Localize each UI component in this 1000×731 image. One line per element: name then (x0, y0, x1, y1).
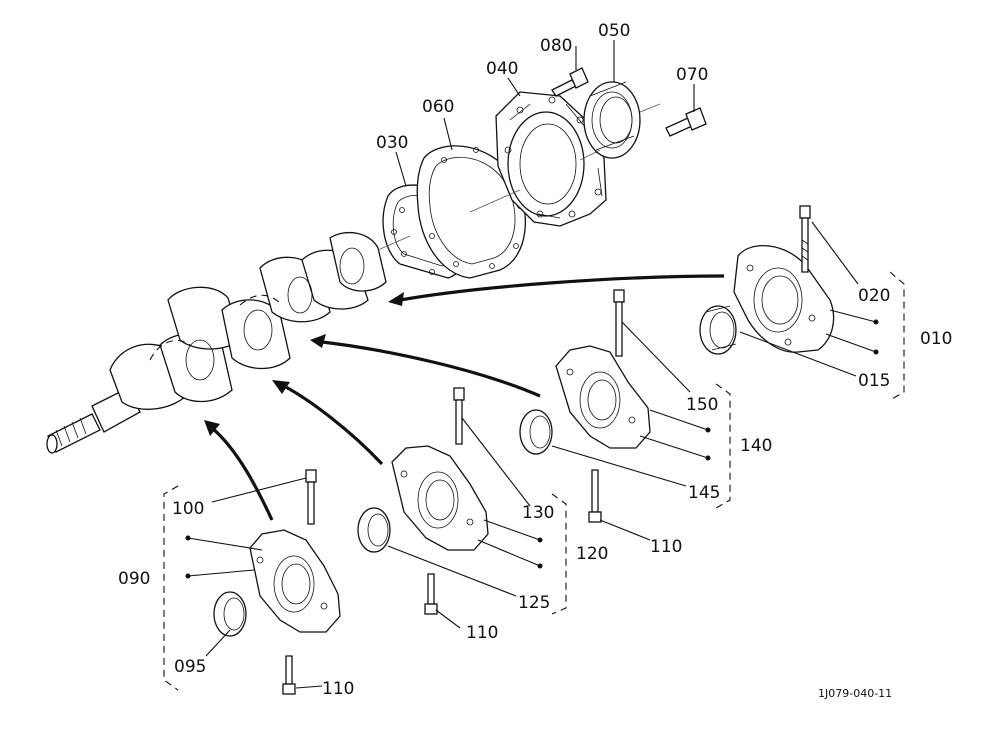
bolt-080 (551, 67, 589, 97)
leader-lines (187, 40, 877, 689)
bearing-145 (519, 409, 553, 455)
assembly-arrows (204, 274, 725, 521)
bearing-125 (357, 507, 391, 553)
label-015: 015 (858, 371, 890, 391)
bolt-150 (613, 289, 625, 357)
label-125: 125 (518, 593, 550, 613)
label-095: 095 (174, 657, 206, 677)
label-120: 120 (576, 544, 608, 564)
label-110-b: 110 (466, 623, 498, 643)
label-150: 150 (686, 395, 718, 415)
bearing-case-010 (733, 245, 835, 353)
label-020: 020 (858, 286, 890, 306)
bearing-case-140 (555, 345, 651, 449)
label-080: 080 (540, 36, 572, 56)
bolt-100 (305, 469, 317, 525)
label-110-a: 110 (322, 679, 354, 699)
label-070: 070 (676, 65, 708, 85)
retainer-housing-040 (495, 91, 607, 227)
bolt-110-c (588, 469, 602, 523)
bolt-110-b (424, 573, 438, 615)
bolt-130 (453, 387, 465, 445)
bearing-095 (213, 591, 247, 637)
group-brackets (163, 271, 905, 691)
label-140: 140 (740, 436, 772, 456)
crankshaft (46, 231, 387, 454)
label-100: 100 (172, 499, 204, 519)
gasket-060 (416, 145, 526, 279)
part-labels: 080 050 040 070 060 030 020 010 015 150 … (118, 21, 952, 700)
label-030: 030 (376, 133, 408, 153)
label-060: 060 (422, 97, 454, 117)
oil-seal-050 (583, 81, 641, 159)
bearing-015 (699, 305, 737, 355)
bolt-070 (665, 107, 707, 137)
reference-dots (185, 319, 879, 579)
label-010: 010 (920, 329, 952, 349)
bearing-case-120 (391, 445, 489, 551)
bolt-020 (799, 205, 811, 273)
label-090: 090 (118, 569, 150, 589)
label-040: 040 (486, 59, 518, 79)
label-130: 130 (522, 503, 554, 523)
reference-code: 1J079-040-11 (818, 687, 892, 700)
bearing-case-090 (249, 529, 341, 633)
label-110-c: 110 (650, 537, 682, 557)
bolt-110-a (282, 655, 296, 695)
label-050: 050 (598, 21, 630, 41)
label-145: 145 (688, 483, 720, 503)
